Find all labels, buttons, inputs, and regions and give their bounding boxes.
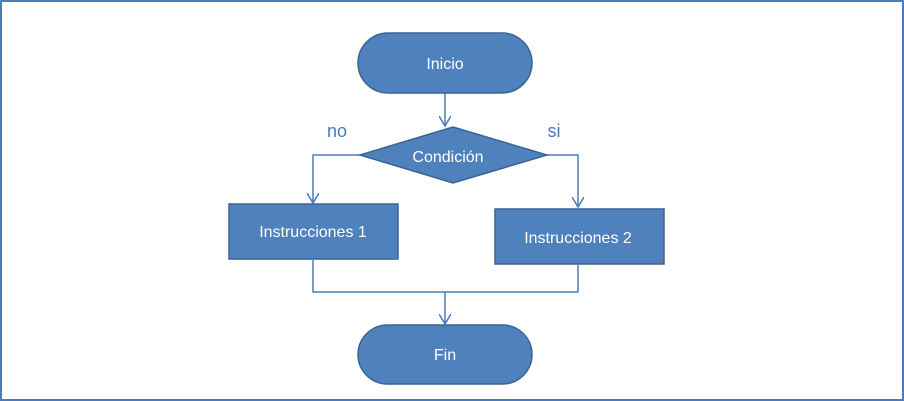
connector-no-branch-to-merge: [312, 260, 445, 293]
condition-node: Condición: [357, 126, 550, 184]
process-node-no-label: Instrucciones 1: [259, 224, 367, 241]
branch-label-no: no: [327, 121, 347, 141]
connector-yes-branch-to-merge: [445, 265, 579, 293]
connector-condition-to-yes-branch: [547, 154, 578, 207]
start-node: Inicio: [357, 32, 533, 94]
process-node-no: Instrucciones 1: [228, 203, 399, 260]
start-node-label: Inicio: [426, 56, 463, 73]
end-node: Fin: [357, 324, 533, 385]
condition-node-label: Condición: [412, 149, 483, 166]
connectors: [313, 93, 578, 324]
end-node-label: Fin: [434, 347, 456, 364]
process-node-yes-label: Instrucciones 2: [524, 230, 632, 247]
branch-label-yes: si: [548, 121, 561, 141]
connector-condition-to-no-branch: [313, 154, 360, 203]
process-node-yes: Instrucciones 2: [494, 208, 665, 265]
